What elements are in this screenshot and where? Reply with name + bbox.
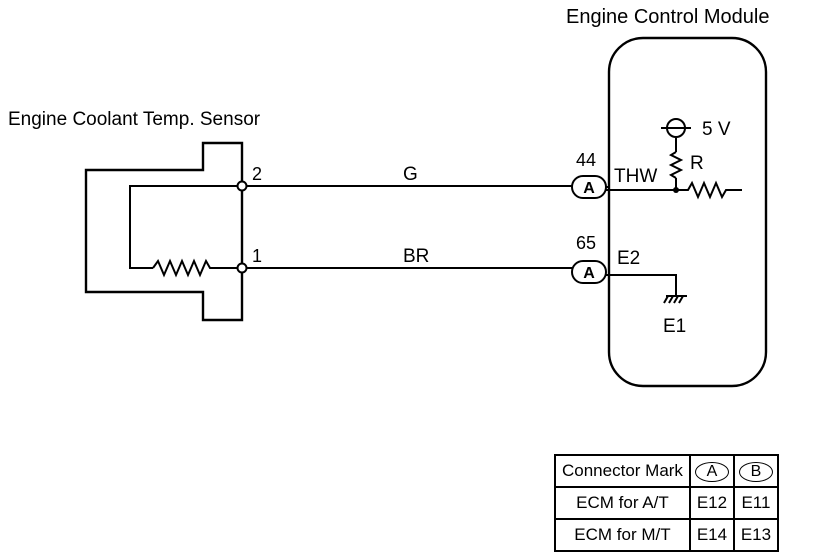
table-header-label: Connector Mark	[554, 454, 691, 488]
table-cell: E11	[732, 486, 779, 520]
wire-g-label: G	[403, 164, 418, 185]
connector-a-bottom	[571, 260, 607, 284]
ground-icon	[663, 295, 687, 304]
ecm-pin-65-label: 65	[576, 233, 596, 253]
connector-table: Connector Mark A B ECM for A/T E12 E11 E…	[554, 454, 779, 552]
table-row-label: ECM for A/T	[554, 486, 691, 520]
table-cell: E12	[688, 486, 735, 520]
ecm-pin-44-label: 44	[576, 150, 596, 170]
table-cell: E14	[688, 518, 735, 552]
table-cell: E13	[732, 518, 779, 552]
ecm-terminal-thw: THW	[614, 166, 657, 187]
connector-mark-b: B	[738, 461, 773, 482]
sensor-pin-1-label: 1	[252, 246, 262, 266]
table-col-b: B	[732, 454, 779, 488]
e2-ground-line	[606, 274, 677, 295]
pullup-resistor-r	[668, 151, 684, 179]
table-row: ECM for M/T E14 E13	[554, 518, 779, 552]
connector-a-bottom-label: A	[583, 265, 595, 282]
sensor-inner-wire	[129, 185, 242, 269]
sensor-terminal-2	[236, 180, 248, 192]
supply-5v-label: 5 V	[702, 119, 731, 140]
table-row: ECM for A/T E12 E11	[554, 486, 779, 520]
table-row-label: ECM for M/T	[554, 518, 691, 552]
table-header-row: Connector Mark A B	[554, 454, 779, 488]
thw-series-resistor	[676, 180, 742, 200]
connector-a-top-label: A	[583, 180, 595, 197]
ecm-box	[607, 36, 768, 388]
ecm-title: Engine Control Module	[566, 6, 769, 28]
sensor-pin-2-label: 2	[252, 164, 262, 184]
table-col-a: A	[688, 454, 735, 488]
wire-br-label: BR	[403, 246, 429, 267]
ground-e1-label: E1	[663, 316, 686, 337]
sensor-thermistor-resistor	[152, 258, 242, 278]
wiring-diagram: Engine Control Module Engine Coolant Tem…	[8, 6, 769, 388]
sensor-body	[84, 141, 244, 322]
resistor-r-label: R	[690, 153, 704, 174]
sensor-terminal-1	[236, 262, 248, 274]
sensor-title: Engine Coolant Temp. Sensor	[8, 109, 261, 130]
ecm-terminal-e2: E2	[617, 248, 640, 269]
connector-mark-a: A	[694, 461, 729, 482]
